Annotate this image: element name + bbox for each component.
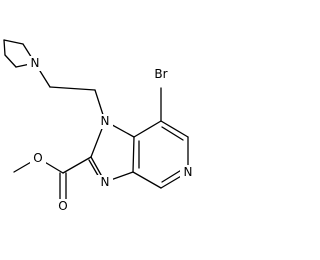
pyridine-ring: [132, 120, 189, 189]
bond-c4-c3a: [132, 171, 162, 189]
atom-o-ester: O: [33, 151, 42, 165]
bond-c7-c6-double: [161, 126, 184, 141]
pyrrolidine-ring: [3, 39, 36, 68]
ethyl-linker: [34, 62, 106, 122]
atom-n3: N: [101, 175, 110, 189]
imidazole-ring: [88, 120, 135, 183]
atom-o-carbonyl: O: [58, 199, 67, 213]
methyl-ester-group: [13, 156, 92, 201]
bond-c7a-c7: [133, 120, 162, 138]
atom-n-pyrrolidine: N: [31, 56, 40, 70]
atom-labels: N N N N Br O O: [27, 56, 196, 214]
bond-c7a-c3a: [132, 136, 135, 173]
atom-n1: N: [101, 114, 110, 128]
molecule-structure: N N N N Br O O: [3, 39, 196, 214]
bond-linker-2: [49, 86, 96, 91]
bond-pyr-3: [3, 39, 6, 56]
bond-pyr-2: [3, 39, 24, 45]
bond-pyr-4: [4, 54, 17, 68]
bond-n5-c4-double: [161, 168, 184, 183]
bond-c2-ccarbonyl: [62, 156, 92, 174]
structure-canvas: N N N N Br O O: [3, 39, 196, 214]
bond-c7-c6: [160, 120, 189, 138]
atom-n-pyridine: N: [184, 165, 193, 179]
atom-br: Br: [154, 67, 167, 81]
